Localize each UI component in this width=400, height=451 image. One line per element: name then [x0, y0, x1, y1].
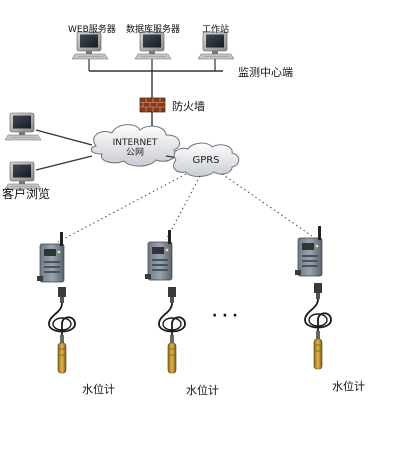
- internet-label-line1: INTERNET: [112, 138, 158, 148]
- client-lines: [35, 129, 93, 171]
- lan-lines: [88, 55, 223, 128]
- firewall-icon: [139, 97, 166, 113]
- wireless-links: [57, 173, 313, 243]
- water-meter-label: 水位计: [332, 380, 365, 393]
- ellipsis: · · ·: [212, 308, 238, 324]
- internet-label: INTERNET 公网: [104, 138, 166, 158]
- rtu-device-icon: [144, 229, 173, 281]
- client-browse-label: 客户浏览: [2, 187, 51, 201]
- rtu-device-icon: [36, 231, 65, 283]
- internet-cloud-icon: [90, 124, 181, 167]
- gprs-cloud-icon: [173, 142, 240, 177]
- water-level-sensor-icon: [158, 286, 186, 374]
- gprs-label: GPRS: [192, 155, 220, 166]
- database-server-label: 数据库服务器: [126, 25, 181, 35]
- water-level-sensor-icon: [48, 286, 76, 374]
- workstation-label: 工作站: [202, 25, 230, 35]
- water-meter-label: 水位计: [186, 384, 219, 397]
- database-server-icon: [134, 31, 172, 60]
- web-server-label: WEB服务器: [68, 25, 116, 35]
- water-meter-label: 水位计: [82, 383, 115, 396]
- monitor-center-label: 监测中心端: [238, 66, 293, 79]
- workstation-icon: [197, 31, 235, 60]
- internet-label-line2: 公网: [125, 148, 144, 158]
- water-level-sensor-icon: [304, 282, 332, 370]
- client-pc-icon: [4, 112, 42, 141]
- web-server-icon: [71, 31, 109, 60]
- firewall-label: 防火墙: [172, 100, 205, 113]
